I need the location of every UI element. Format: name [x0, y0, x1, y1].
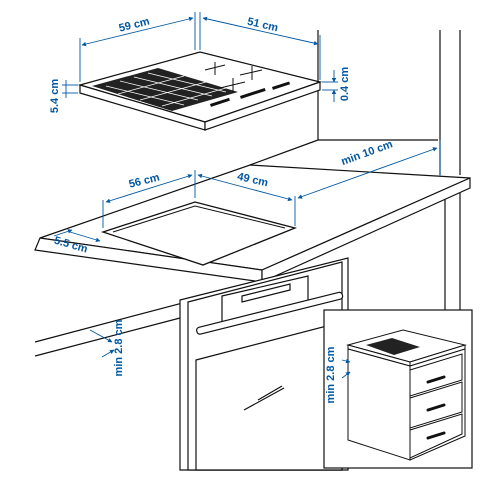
label-glass-thickness: 0.4 cm: [339, 67, 351, 101]
drawer-top: [409, 353, 463, 397]
label-wall-clearance: min 10 cm: [340, 138, 395, 168]
countertop-cutout: [100, 201, 298, 266]
hob-zone-right: [204, 62, 263, 93]
hob-zone-left: [92, 68, 238, 111]
hob-controls: [210, 81, 291, 107]
inset-detail: [323, 309, 473, 469]
cutout-dimensions: [53, 140, 441, 242]
label-cabinet-gap: min 2.8 cm: [325, 346, 337, 403]
label-hob-height: 5.4 cm: [49, 79, 61, 113]
drawer-middle: [409, 381, 463, 429]
hob-unit: [77, 51, 323, 131]
label-cutout-width: 56 cm: [128, 171, 161, 190]
oven-handle: [196, 291, 344, 335]
oven-gap-dimension: [89, 329, 115, 358]
label-oven-gap: min 2.8 cm: [113, 319, 125, 376]
cabinet-with-oven: [34, 257, 349, 471]
wall: [249, 30, 461, 310]
hob-dimensions: [62, 12, 338, 102]
